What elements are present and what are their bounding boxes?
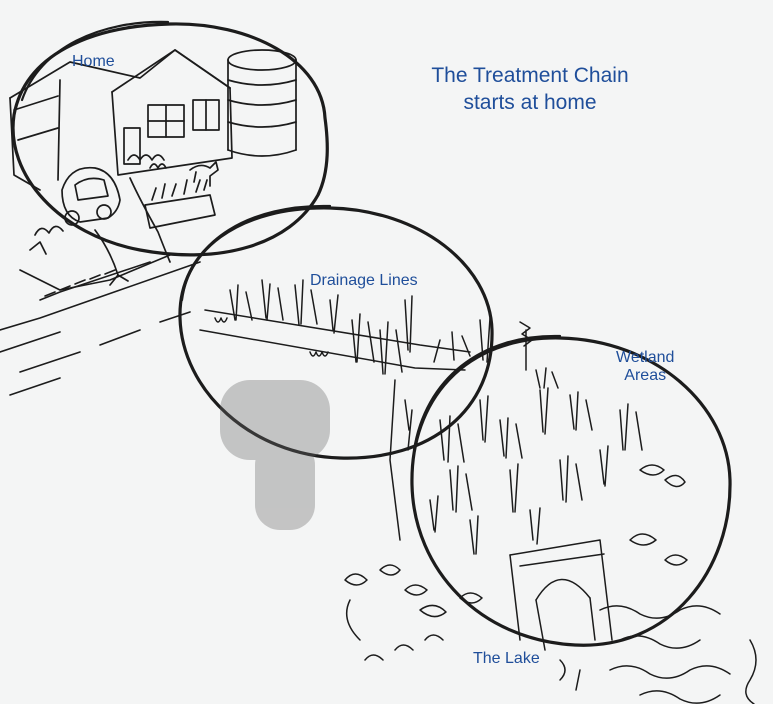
label-wetland-line-1: Wetland bbox=[616, 349, 674, 367]
label-wetland-line-2: Areas bbox=[616, 367, 674, 385]
wetland-reeds bbox=[345, 380, 756, 704]
diagram-title: The Treatment Chain starts at home bbox=[380, 62, 680, 116]
label-the-lake: The Lake bbox=[473, 650, 540, 668]
circle-home bbox=[13, 24, 327, 255]
label-drainage-lines: Drainage Lines bbox=[310, 272, 418, 290]
drainage-grasses bbox=[200, 280, 558, 388]
label-wetland-areas: Wetland Areas bbox=[616, 349, 674, 385]
title-line-2: starts at home bbox=[380, 89, 680, 116]
circle-wetland bbox=[412, 338, 730, 645]
label-home: Home bbox=[72, 53, 115, 71]
road-lines bbox=[0, 255, 200, 395]
paving-texture bbox=[220, 380, 330, 530]
title-line-1: The Treatment Chain bbox=[380, 62, 680, 89]
house-sketch bbox=[10, 50, 296, 285]
